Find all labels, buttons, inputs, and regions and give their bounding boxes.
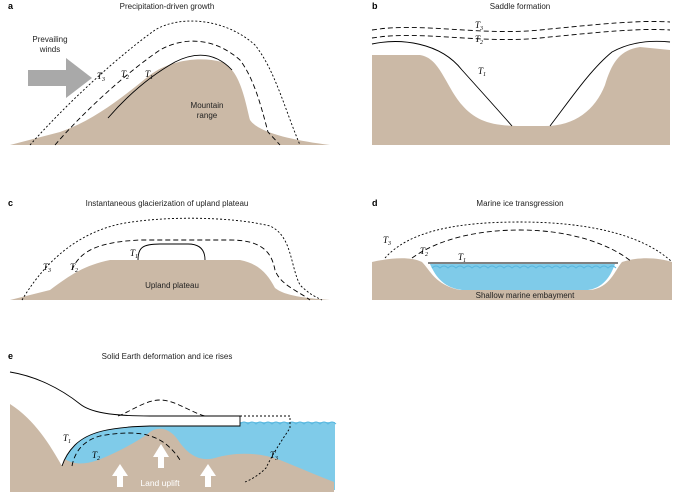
panel-e-title: Solid Earth deformation and ice rises bbox=[102, 352, 233, 361]
panel-e-label: e bbox=[8, 351, 13, 361]
land-uplift-label: Land uplift bbox=[140, 478, 180, 488]
ice-sheet-shape bbox=[10, 372, 240, 466]
t3-label-b: T3 bbox=[475, 20, 483, 32]
contour-t2-b bbox=[371, 29, 671, 40]
contour-t2-e bbox=[71, 432, 181, 467]
bedrock-shape bbox=[10, 400, 334, 492]
mountain-range-shape bbox=[10, 59, 330, 145]
panel-d: d Marine ice transgression Shallow marin… bbox=[372, 198, 673, 300]
contour-t2-c bbox=[71, 239, 311, 301]
t1-label-a: T1 bbox=[145, 69, 153, 81]
panel-d-label: d bbox=[372, 198, 378, 208]
upland-plateau-shape bbox=[10, 260, 330, 300]
uplift-arrow-icon bbox=[112, 464, 128, 487]
panel-c-title: Instantaneous glacierization of upland p… bbox=[86, 199, 249, 208]
t2-label-b: T2 bbox=[475, 34, 483, 46]
contour-t2-a bbox=[54, 40, 281, 146]
ocean-surface-waves bbox=[239, 421, 337, 425]
mountain-label-2: range bbox=[197, 111, 218, 120]
ice-rise-contour bbox=[117, 399, 206, 417]
water-surface-waves bbox=[431, 265, 617, 269]
panel-e: e Solid Earth deformation and ice rises … bbox=[8, 351, 337, 492]
t3-label-d: T3 bbox=[383, 235, 391, 247]
contour-t3-e bbox=[240, 415, 291, 483]
panel-b: b Saddle formation T3 T2 T1 bbox=[371, 1, 671, 145]
marine-embayment-label: Shallow marine embayment bbox=[476, 291, 575, 300]
uplift-arrow-icon bbox=[200, 464, 216, 487]
embayment-land-shape bbox=[372, 258, 672, 300]
contour-t1-b-right bbox=[549, 40, 671, 127]
contour-t3-d bbox=[384, 221, 673, 263]
t1-label-b: T1 bbox=[478, 66, 486, 78]
mountain-label-1: Mountain bbox=[191, 101, 224, 110]
contour-t2-d bbox=[411, 229, 633, 263]
t1-label-e: T1 bbox=[63, 433, 71, 445]
contour-t1-b bbox=[371, 41, 513, 127]
panel-c: c Instantaneous glacierization of upland… bbox=[8, 198, 330, 301]
contour-t3-c bbox=[21, 217, 323, 301]
panel-a: a Precipitation-driven growth Prevailing… bbox=[8, 1, 330, 146]
panel-d-title: Marine ice transgression bbox=[476, 199, 563, 208]
panel-a-title: Precipitation-driven growth bbox=[120, 2, 215, 11]
t3-label-a: T3 bbox=[97, 71, 105, 83]
t3-label-c: T3 bbox=[43, 262, 51, 274]
contour-t1-a bbox=[107, 54, 233, 119]
uplift-arrow-icon bbox=[153, 444, 169, 468]
panel-b-title: Saddle formation bbox=[490, 2, 550, 11]
prevailing-winds-label-1: Prevailing bbox=[32, 35, 67, 44]
wind-arrow-icon bbox=[28, 58, 92, 98]
t3-label-e: T3 bbox=[270, 450, 278, 462]
t2-label-a: T2 bbox=[121, 69, 129, 81]
contour-t1-c bbox=[137, 243, 206, 261]
t1-label-c: T1 bbox=[130, 248, 138, 260]
t1-label-d: T1 bbox=[458, 252, 466, 264]
t2-label-e: T2 bbox=[92, 450, 100, 462]
t2-label-c: T2 bbox=[70, 262, 78, 274]
saddle-land-shape bbox=[372, 47, 670, 145]
t2-label-d: T2 bbox=[420, 246, 428, 258]
contour-t3-a bbox=[29, 20, 301, 146]
panel-b-label: b bbox=[372, 1, 378, 11]
prevailing-winds-label-2: winds bbox=[39, 45, 60, 54]
panel-c-label: c bbox=[8, 198, 13, 208]
upland-plateau-label: Upland plateau bbox=[145, 281, 199, 290]
marine-embayment-water bbox=[430, 264, 615, 290]
panel-a-label: a bbox=[8, 1, 14, 11]
contour-t3-b bbox=[371, 21, 671, 32]
